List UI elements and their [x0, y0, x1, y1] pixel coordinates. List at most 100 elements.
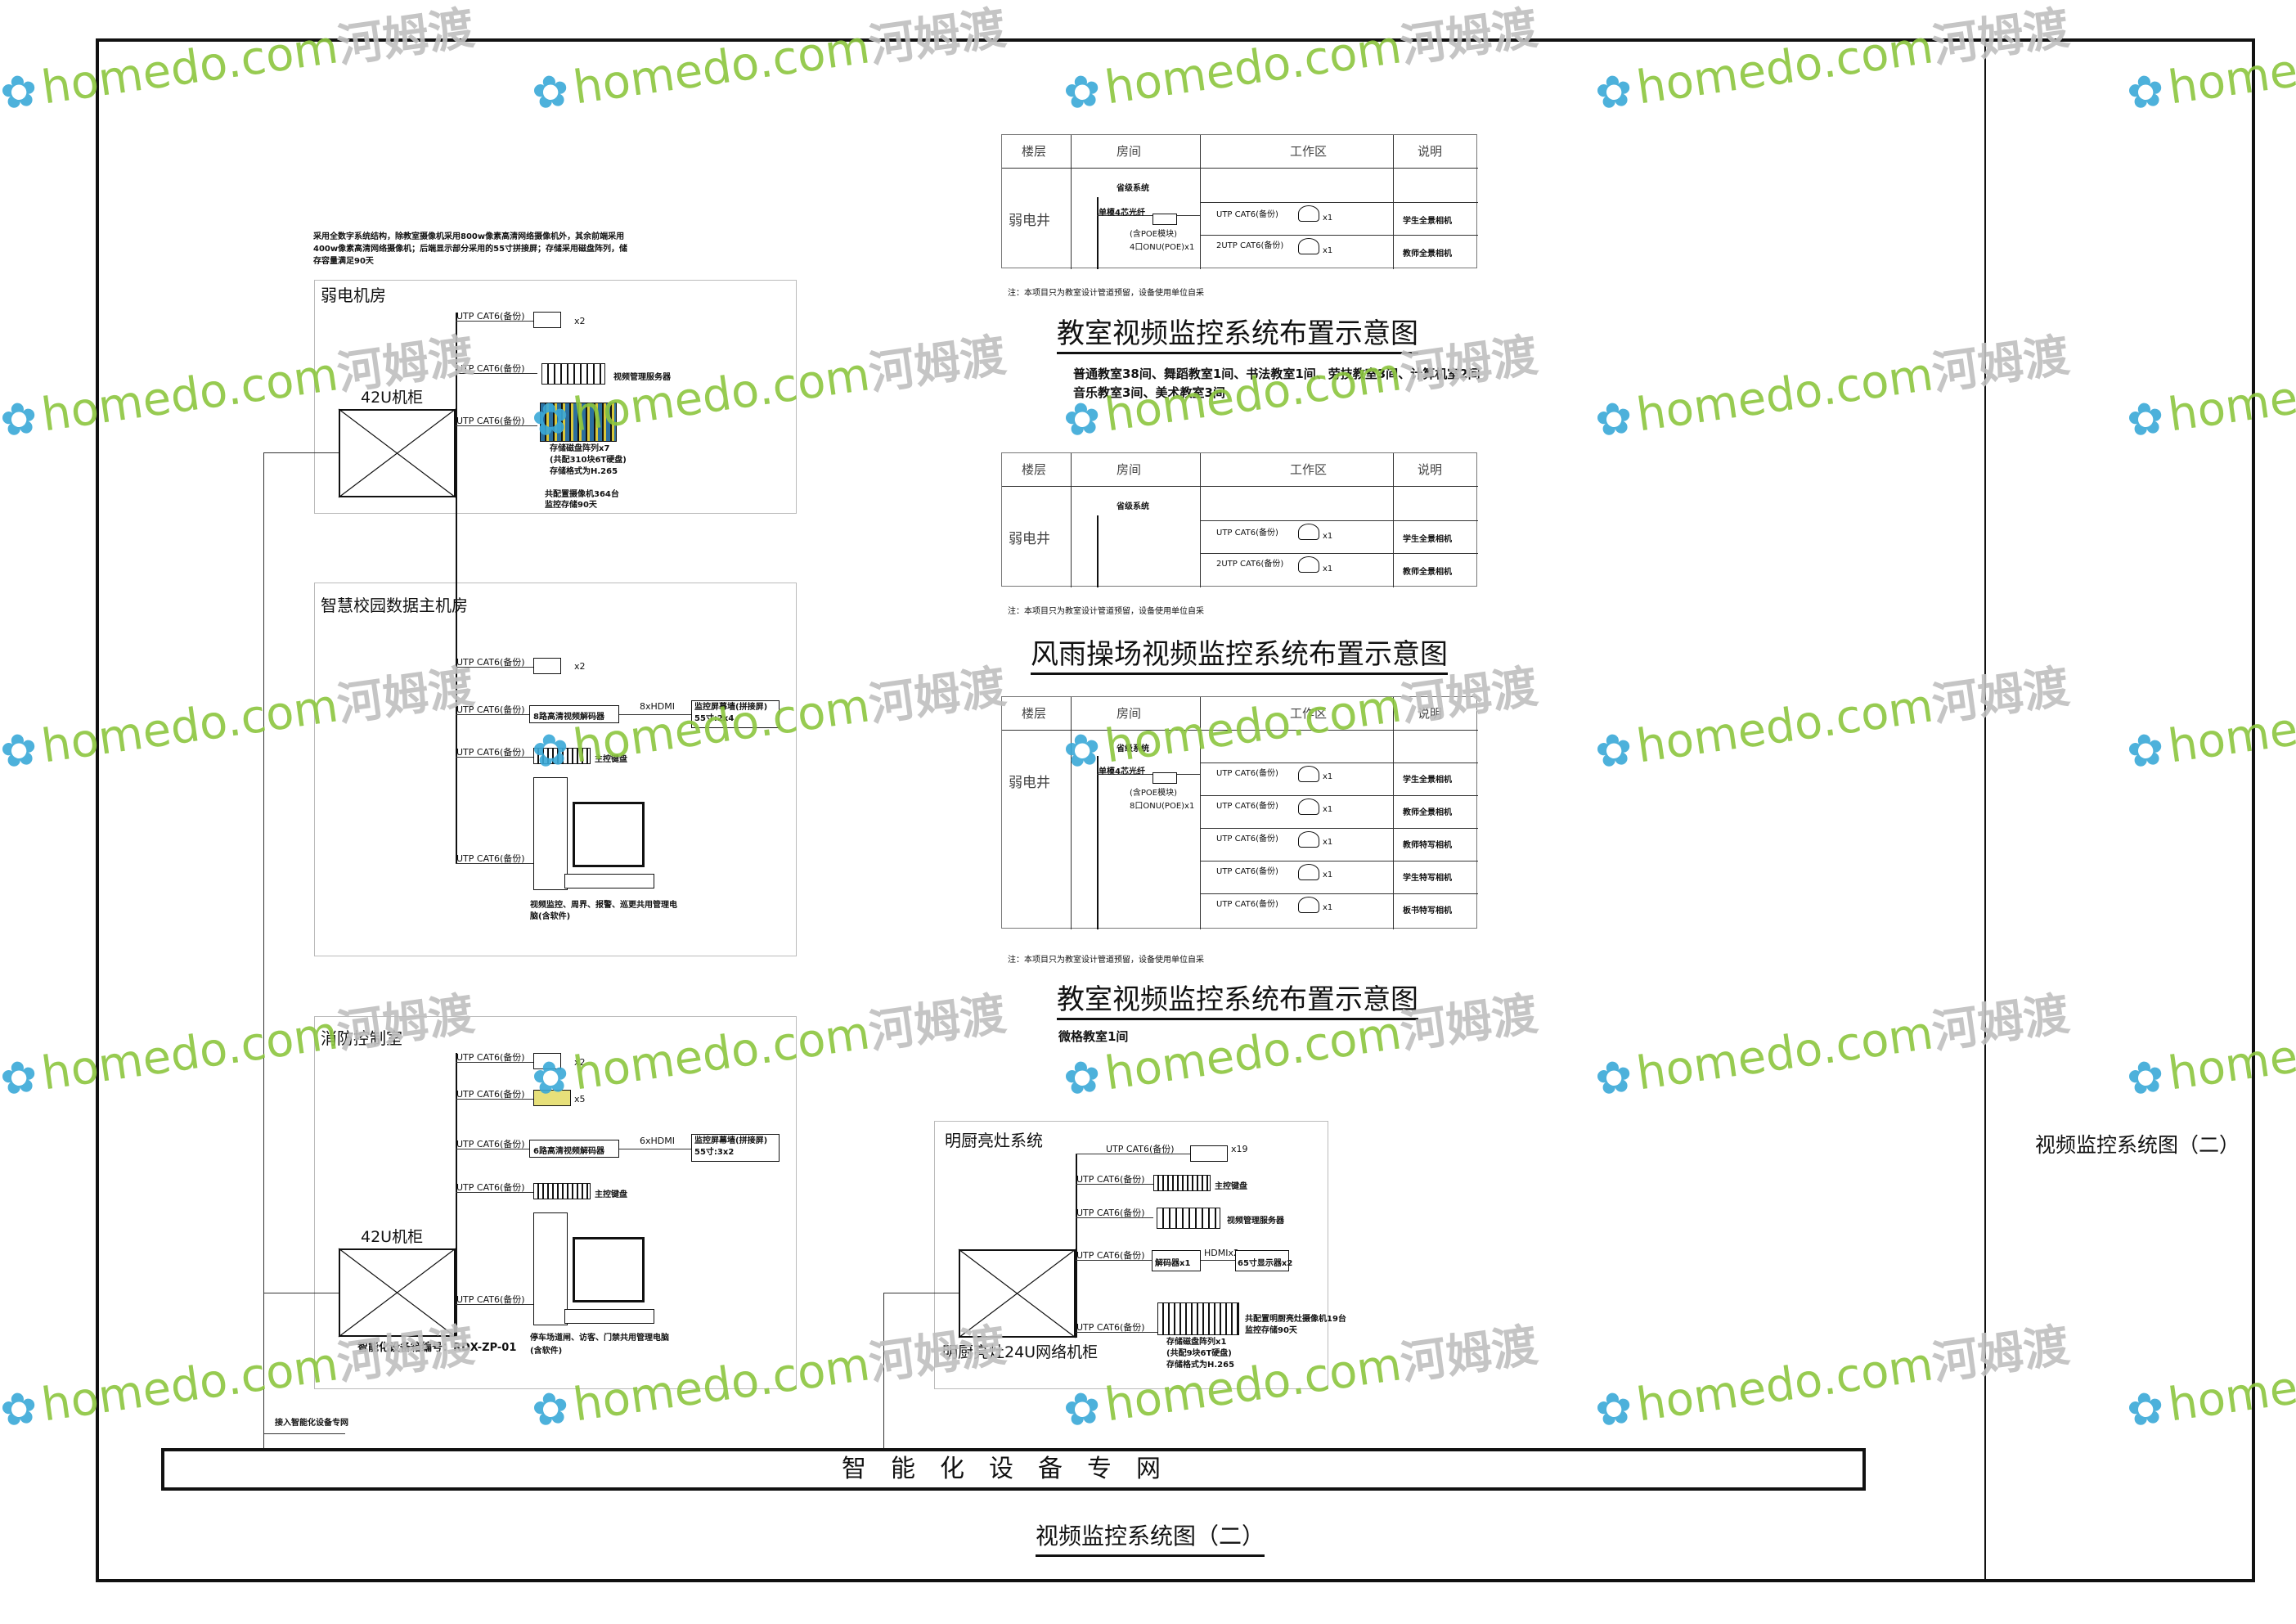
t3-header-floor: 楼层 — [1022, 706, 1047, 721]
kitchen-decoder-label: 解码器x1 — [1155, 1259, 1191, 1268]
onu-icon — [1152, 214, 1177, 225]
title-block-divider — [1984, 38, 1986, 1582]
flower-logo-icon: ✿ — [2123, 1380, 2168, 1437]
t2-row2-link: 2UTP CAT6(备份) — [1216, 560, 1284, 569]
intelligent-network-bus: 智能化设备专网 — [161, 1448, 1866, 1491]
weak-link-2: UTP CAT6(备份) — [456, 363, 525, 374]
data-camera-qty: x2 — [574, 661, 586, 672]
t1-floor: 弱电井 — [1009, 213, 1050, 229]
t1-top-label: 省级系统 — [1117, 184, 1149, 193]
monitor-icon — [573, 1237, 645, 1302]
flower-logo-icon: ✿ — [0, 63, 41, 120]
t3-row5-link: UTP CAT6(备份) — [1216, 900, 1278, 909]
t3-row2-qty: x1 — [1323, 805, 1333, 814]
fire-link-4: UTP CAT6(备份) — [456, 1182, 525, 1193]
dome-camera-icon — [1190, 1145, 1228, 1162]
fire-wall-label: 监控屏幕墙(拼接屏) 55寸:3x2 — [694, 1136, 768, 1157]
data-keyboard-label: 主控键盘 — [595, 755, 627, 764]
decoder-icon — [529, 1140, 619, 1158]
kitchen-camera-qty: x19 — [1231, 1144, 1248, 1154]
fire-pc-note: 停车场道闸、访客、门禁共用管理电脑 (含软件) — [530, 1334, 669, 1356]
flower-logo-icon: ✿ — [0, 1380, 41, 1437]
camera-icon — [1298, 205, 1319, 222]
flower-logo-icon: ✿ — [2123, 63, 2168, 120]
t1-poe: (含POE模块) — [1130, 230, 1178, 239]
diagram-2-title: 风雨操场视频监控系统布置示意图 — [1031, 637, 1448, 675]
data-room-box — [314, 583, 797, 956]
flower-logo-icon: ✿ — [528, 1049, 573, 1106]
t3-floor: 弱电井 — [1009, 775, 1050, 791]
server-icon — [1157, 1208, 1220, 1229]
t2-header-room: 房间 — [1117, 462, 1142, 477]
t3-row3-link: UTP CAT6(备份) — [1216, 834, 1278, 843]
fire-link-2: UTP CAT6(备份) — [456, 1089, 525, 1100]
fire-camera-qty-1: x2 — [574, 1057, 586, 1068]
kitchen-screen-label: 65寸显示器x2 — [1238, 1259, 1293, 1268]
flower-logo-icon: ✿ — [2123, 722, 2168, 779]
fire-link-3: UTP CAT6(备份) — [456, 1139, 525, 1149]
t3-switch: 单模4芯光纤 — [1099, 767, 1145, 776]
fire-cab-note: 智能化设备箱编号：RDX-ZP-01 — [357, 1342, 517, 1354]
fire-keyboard-label: 主控键盘 — [595, 1190, 627, 1199]
t2-header-floor: 楼层 — [1022, 462, 1047, 477]
t1-onu: 4口ONU(POE)x1 — [1130, 243, 1195, 252]
t2-row1-desc: 学生全景相机 — [1403, 535, 1452, 544]
t3-top-label: 省级系统 — [1117, 745, 1149, 754]
t2-top-label: 省级系统 — [1117, 502, 1149, 511]
flower-logo-icon: ✿ — [1592, 1049, 1636, 1106]
t1-header-desc: 说明 — [1418, 144, 1443, 159]
t3-poe: (含POE模块) — [1130, 789, 1178, 798]
t3-row2-link: UTP CAT6(备份) — [1216, 802, 1278, 811]
t3-row2-desc: 教师全景相机 — [1403, 808, 1452, 817]
flower-logo-icon: ✿ — [1592, 63, 1636, 120]
data-decoder-label: 8路高清视频解码器 — [533, 713, 604, 722]
data-hdmi-label: 8xHDMI — [640, 701, 675, 712]
fire-camera-qty-2: x5 — [574, 1094, 586, 1104]
flower-logo-icon: ✿ — [0, 1049, 41, 1106]
kitchen-hdmi-label: HDMIx2 — [1204, 1248, 1239, 1258]
weak-storage-label: 存储磁盘阵列x7 (共配310块6T硬盘) 存储格式为H.265 — [550, 444, 627, 476]
weak-camera-qty: x2 — [574, 316, 586, 326]
room-table-3: 楼层 房间 工作区 说明 弱电井 省级系统 单模4芯光纤 (含POE模块) 8口… — [1001, 696, 1478, 929]
t3-row4-qty: x1 — [1323, 870, 1333, 879]
t2-row1-qty: x1 — [1323, 532, 1333, 541]
t2-note: 注：本项目只为教室设计管道预留，设备使用单位自采 — [1008, 607, 1204, 616]
camera-icon — [1298, 831, 1319, 848]
camera-icon — [1298, 864, 1319, 880]
t3-note: 注：本项目只为教室设计管道预留，设备使用单位自采 — [1008, 956, 1204, 965]
flower-logo-icon: ✿ — [1060, 390, 1104, 448]
weak-room-title: 弱电机房 — [321, 286, 386, 305]
fire-room-box — [314, 1016, 797, 1389]
drawing-title: 视频监控系统图（二） — [1036, 1518, 1265, 1557]
t3-row1-desc: 学生全景相机 — [1403, 776, 1452, 785]
t3-row4-link: UTP CAT6(备份) — [1216, 867, 1278, 876]
t2-header-area: 工作区 — [1290, 462, 1328, 477]
flower-logo-icon: ✿ — [528, 390, 573, 448]
data-link-2: UTP CAT6(备份) — [456, 704, 525, 715]
weak-server-label: 视频管理服务器 — [613, 373, 671, 382]
weak-room-box — [314, 280, 797, 514]
kitchen-title: 明厨亮灶系统 — [945, 1131, 1043, 1150]
diagram-1-sub1: 普通教室38间、舞蹈教室1间、书法教室1间、劳技教室3间、计算机室2间 — [1073, 367, 1480, 381]
room-table-1: 楼层 房间 工作区 说明 弱电井 省级系统 单模4芯光纤 (含POE模块) 4口… — [1001, 134, 1478, 269]
t3-row1-link: UTP CAT6(备份) — [1216, 769, 1278, 778]
kitchen-keyboard-label: 主控键盘 — [1215, 1182, 1247, 1191]
pc-tower-icon — [533, 1212, 568, 1325]
pc-keyboard-icon — [564, 874, 654, 888]
t1-row2-desc: 教师全景相机 — [1403, 250, 1452, 259]
fire-link-1: UTP CAT6(备份) — [456, 1052, 525, 1063]
fire-decoder-label: 6路高清视频解码器 — [533, 1147, 604, 1156]
t3-row3-desc: 教师特写相机 — [1403, 841, 1452, 850]
display-icon — [1235, 1250, 1289, 1271]
flower-logo-icon: ✿ — [528, 1380, 573, 1437]
fire-link-5: UTP CAT6(备份) — [456, 1294, 525, 1305]
flower-logo-icon: ✿ — [2123, 1049, 2168, 1106]
camera-icon — [1298, 238, 1319, 254]
t3-row5-qty: x1 — [1323, 903, 1333, 912]
camera-icon — [1298, 556, 1319, 573]
weak-storage-note: 共配置摄像机364台 监控存储90天 — [545, 490, 619, 510]
flower-logo-icon: ✿ — [528, 63, 573, 120]
t1-note: 注：本项目只为教室设计管道预留，设备使用单位自采 — [1008, 289, 1204, 298]
keyboard-icon — [533, 748, 591, 764]
dome-camera-icon — [533, 1090, 571, 1106]
